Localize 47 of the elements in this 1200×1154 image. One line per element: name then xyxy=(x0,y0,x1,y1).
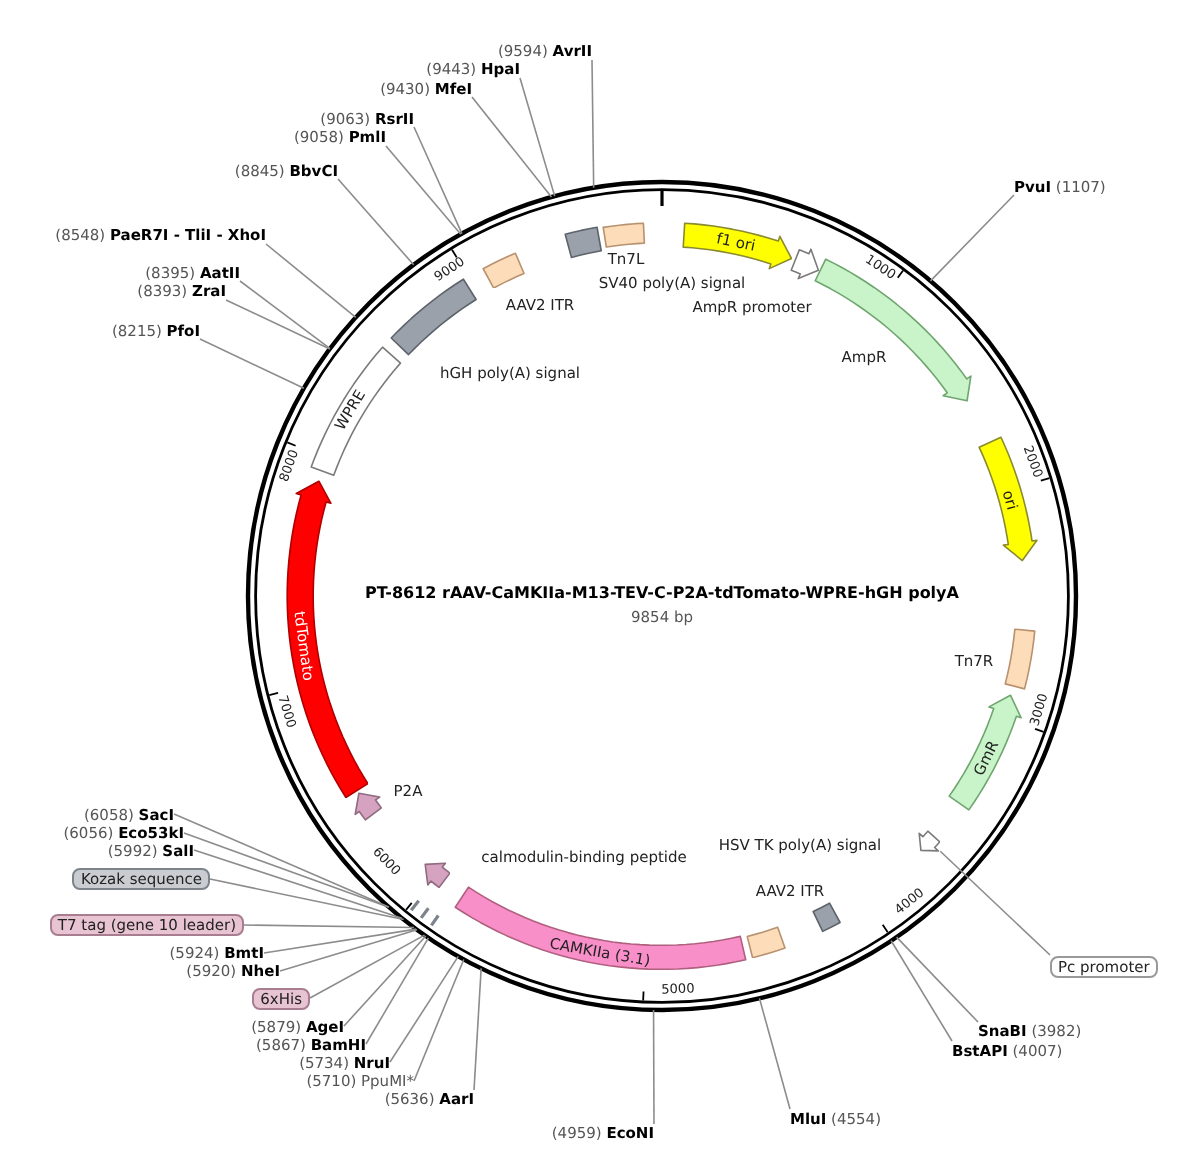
leader-line xyxy=(343,935,427,1027)
leader-line xyxy=(183,832,390,909)
feature-arc xyxy=(947,694,1022,812)
leader-line xyxy=(225,299,331,350)
feature-arc xyxy=(814,258,973,403)
feature-arc xyxy=(602,221,646,248)
leader-line xyxy=(519,77,556,197)
feature-arc xyxy=(978,436,1039,563)
leader-line xyxy=(209,878,405,921)
leader-line xyxy=(337,178,415,266)
feature-arc xyxy=(790,247,820,280)
leader-line xyxy=(471,96,553,198)
leader-line xyxy=(652,1009,655,1125)
leader-line xyxy=(758,997,791,1110)
leader-line xyxy=(890,940,953,1042)
leader-line xyxy=(279,929,418,972)
leader-line xyxy=(309,934,426,999)
feature-arc xyxy=(454,886,748,972)
feature-arc xyxy=(812,902,842,934)
feature-arc xyxy=(1003,628,1036,691)
leader-line xyxy=(365,937,430,1045)
feature-arc xyxy=(482,251,527,289)
leader-line xyxy=(929,194,1015,282)
leader-line xyxy=(939,850,1051,956)
leader-line xyxy=(895,936,979,1023)
leader-line xyxy=(193,849,403,919)
feature-arc xyxy=(353,791,383,822)
feature-arc xyxy=(309,346,402,478)
leader-line xyxy=(263,928,417,954)
leader-line xyxy=(591,59,595,189)
feature-arc xyxy=(917,829,941,852)
leader-line xyxy=(389,955,460,1063)
feature-arc xyxy=(390,277,478,356)
plasmid-name-title: PT-8612 rAAV-CaMKIIa-M13-TEV-C-P2A-tdTomato-WPRE-hGH polyA xyxy=(365,584,959,604)
leader-line xyxy=(199,338,305,390)
feature-arc xyxy=(746,925,788,959)
feature-arc xyxy=(563,226,602,260)
leader-line xyxy=(413,958,465,1082)
leader-line xyxy=(265,243,357,319)
leader-line xyxy=(385,145,462,235)
feature-arc xyxy=(682,221,793,270)
leader-line xyxy=(413,126,463,235)
feature-arc xyxy=(423,861,451,889)
leader-line xyxy=(473,967,482,1091)
leader-line xyxy=(239,280,331,350)
leader-line xyxy=(173,813,390,908)
leader-line xyxy=(243,924,415,929)
